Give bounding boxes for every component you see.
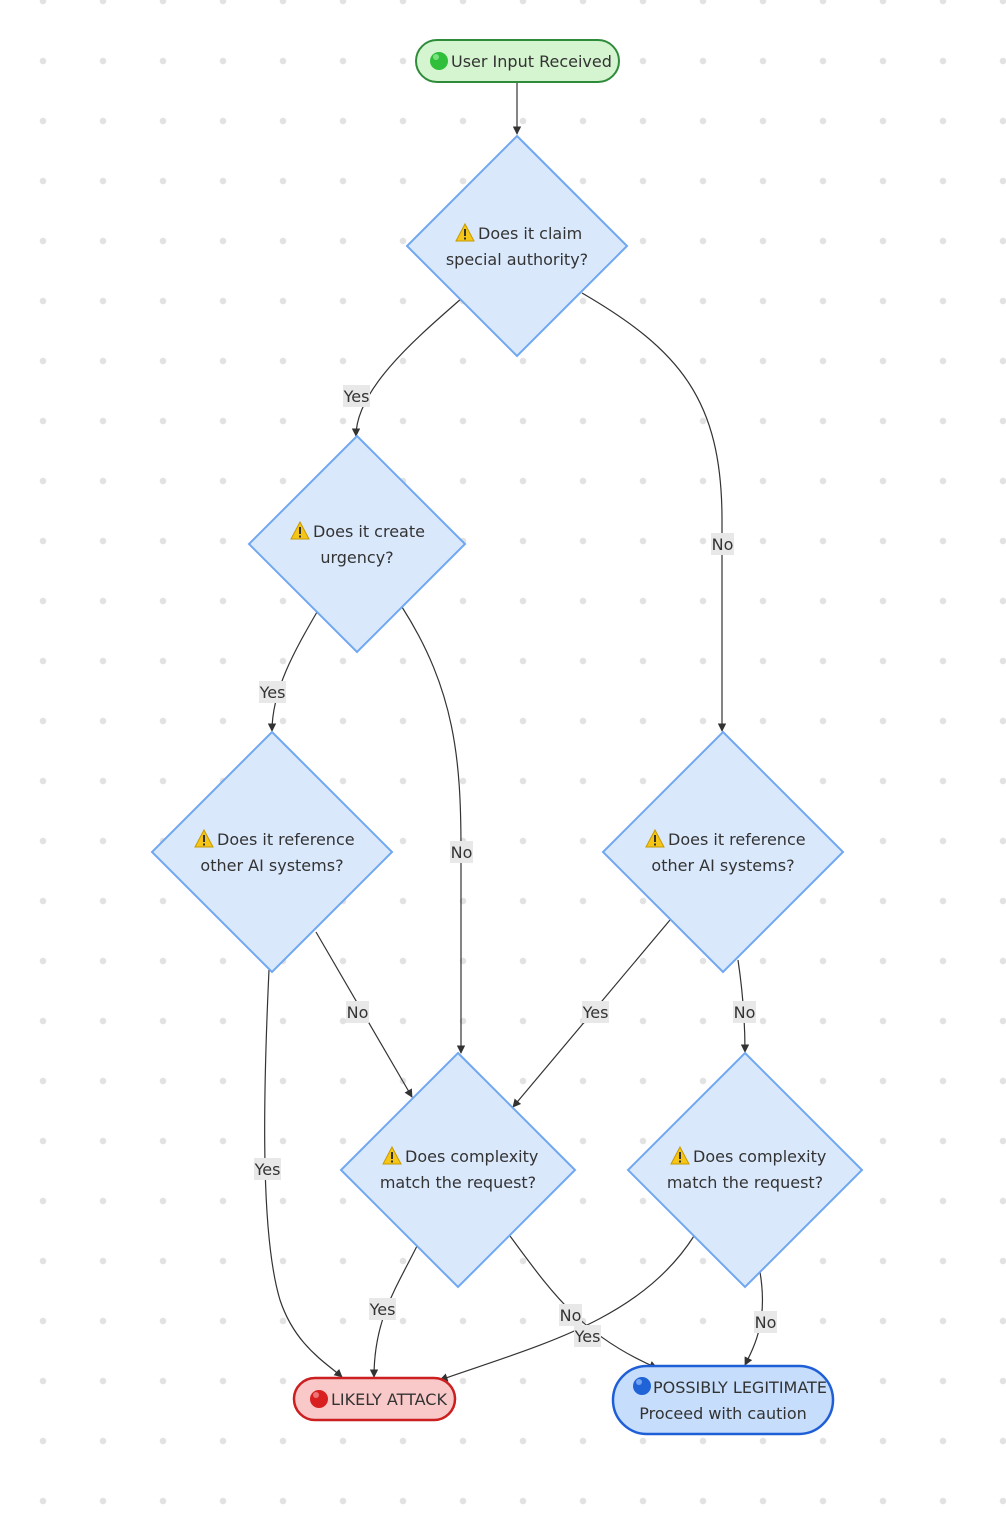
decision-complex-right-shape — [626, 1051, 864, 1289]
svg-text:Yes: Yes — [343, 387, 370, 406]
edge-label-authority-no: No — [711, 533, 734, 555]
edge-urgency-no — [401, 606, 466, 1054]
decision-urgency-shape — [247, 434, 467, 654]
legit-node-line1: POSSIBLY LEGITIMATE — [653, 1378, 827, 1397]
decision-ai-right-line2: other AI systems? — [651, 856, 794, 875]
edge-label-complex-left-no: No — [559, 1304, 582, 1326]
svg-text:No: No — [347, 1003, 369, 1022]
decision-authority-shape — [405, 134, 629, 358]
decision-complex-right: Does complexity match the request? — [626, 1051, 864, 1289]
start-node-shape — [415, 39, 620, 83]
edge-label-authority-yes: Yes — [343, 385, 370, 407]
decision-complex-left-line1: Does complexity — [405, 1147, 538, 1166]
decision-ai-right-shape — [601, 730, 845, 974]
svg-text:Yes: Yes — [254, 1160, 281, 1179]
decision-complex-right-line1: Does complexity — [693, 1147, 826, 1166]
decision-ai-left: Does it reference other AI systems? — [150, 730, 394, 974]
decision-complex-left: Does complexity match the request? — [339, 1051, 577, 1289]
decision-complex-left-line2: match the request? — [380, 1173, 536, 1192]
start-node: User Input Received — [415, 39, 620, 83]
decision-authority-line2: special authority? — [446, 250, 588, 269]
legit-node-shape — [611, 1364, 835, 1436]
decision-authority-line1: Does it claim — [478, 224, 582, 243]
edge-label-ai-right-no: No — [733, 1001, 756, 1023]
edge-labels: Yes No Yes No Yes No Yes No — [254, 385, 777, 1347]
attack-node-shape — [292, 1376, 457, 1422]
svg-text:Yes: Yes — [582, 1003, 609, 1022]
green-circle-icon — [430, 52, 448, 70]
edge-urgency-yes — [267, 611, 318, 732]
edge-label-urgency-no: No — [450, 841, 473, 863]
svg-text:Yes: Yes — [259, 683, 286, 702]
start-node-label: User Input Received — [451, 52, 612, 71]
decision-ai-right: Does it reference other AI systems? — [601, 730, 845, 974]
red-circle-icon — [310, 1390, 328, 1408]
edge-label-complex-right-no: No — [754, 1311, 777, 1333]
decision-urgency: Does it create urgency? — [247, 434, 467, 654]
warning-icon — [290, 520, 310, 540]
edge-label-ai-left-no: No — [346, 1001, 369, 1023]
legit-node-line2: Proceed with caution — [639, 1404, 807, 1423]
svg-text:No: No — [451, 843, 473, 862]
decision-ai-left-shape — [150, 730, 394, 974]
svg-text:No: No — [755, 1313, 777, 1332]
edge-label-urgency-yes: Yes — [259, 681, 286, 703]
edge-authority-no — [581, 292, 727, 732]
edge-label-ai-left-yes: Yes — [254, 1158, 281, 1180]
edge-label-complex-left-yes: Yes — [369, 1298, 396, 1320]
svg-text:Yes: Yes — [369, 1300, 396, 1319]
decision-authority: Does it claim special authority? — [405, 134, 629, 358]
decision-urgency-line1: Does it create — [313, 522, 425, 541]
edge-label-complex-right-yes: Yes — [574, 1325, 601, 1347]
svg-text:No: No — [734, 1003, 756, 1022]
decision-complex-right-line2: match the request? — [667, 1173, 823, 1192]
warning-icon — [382, 1145, 402, 1165]
legit-node: POSSIBLY LEGITIMATE Proceed with caution — [611, 1364, 835, 1436]
decision-ai-left-line1: Does it reference — [217, 830, 355, 849]
warning-icon — [670, 1145, 690, 1165]
svg-text:No: No — [560, 1306, 582, 1325]
edge-label-ai-right-yes: Yes — [582, 1001, 609, 1023]
decision-complex-left-shape — [339, 1051, 577, 1289]
warning-icon — [645, 828, 665, 848]
attack-node-label: LIKELY ATTACK — [331, 1390, 447, 1409]
blue-circle-icon — [633, 1377, 651, 1395]
svg-text:Yes: Yes — [574, 1327, 601, 1346]
decision-ai-right-line1: Does it reference — [668, 830, 806, 849]
svg-text:No: No — [712, 535, 734, 554]
edge-ai-left-yes — [264, 969, 343, 1378]
decision-urgency-line2: urgency? — [320, 548, 393, 567]
warning-icon — [194, 828, 214, 848]
decision-ai-left-line2: other AI systems? — [200, 856, 343, 875]
warning-icon — [455, 222, 475, 242]
attack-node: LIKELY ATTACK — [292, 1376, 457, 1422]
edge-authority-yes — [351, 297, 463, 437]
